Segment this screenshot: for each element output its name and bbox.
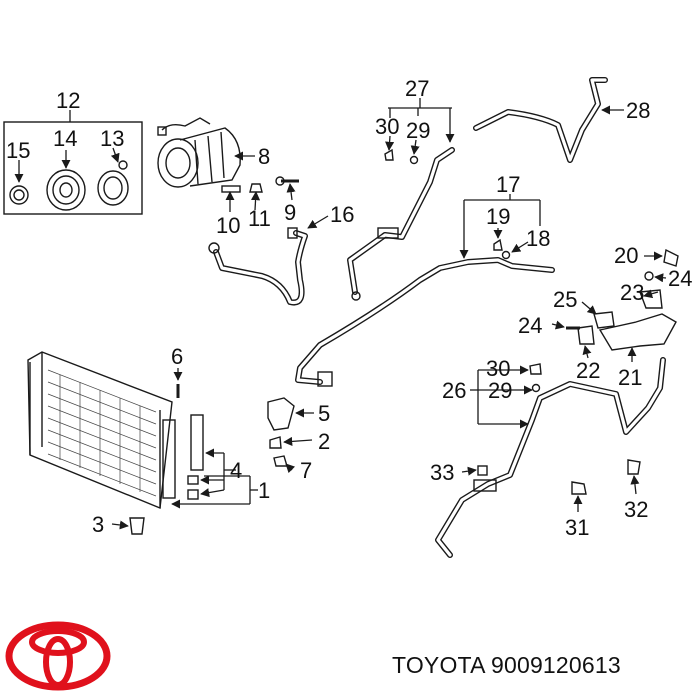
suction-hose-17	[295, 257, 555, 387]
callout-3: 3	[92, 512, 104, 537]
clip-30-lower	[529, 363, 542, 375]
receiver-drier-4	[162, 414, 204, 500]
clip-7	[273, 455, 288, 467]
condenser-1	[27, 351, 173, 509]
callout-26: 26	[442, 378, 466, 403]
callout-24-lower: 24	[518, 313, 542, 338]
callout-14: 14	[53, 126, 77, 151]
oring-29-lower	[531, 383, 541, 393]
callout-27: 27	[405, 76, 429, 101]
callout-31: 31	[565, 515, 589, 540]
callout-13: 13	[100, 126, 124, 151]
plug-33	[477, 465, 488, 476]
callout-28: 28	[626, 98, 650, 123]
callout-6: 6	[171, 344, 183, 369]
callout-2: 2	[318, 429, 330, 454]
toyota-emblem-icon	[5, 621, 111, 691]
clamp-32	[627, 459, 641, 475]
callout-18: 18	[526, 226, 550, 251]
callout-25: 25	[553, 287, 577, 312]
callout-15: 15	[6, 138, 30, 163]
clamp-25	[593, 311, 615, 329]
part-caption: TOYOTA 9009120613	[392, 652, 621, 679]
bolt-9	[275, 176, 299, 186]
clamp-22	[577, 325, 595, 345]
clip-19	[493, 238, 503, 251]
part-number: 9009120613	[490, 652, 621, 678]
oring-11	[249, 183, 263, 193]
callout-24-upper: 24	[668, 266, 692, 291]
liquid-tube-28	[473, 77, 608, 163]
callout-labels: 12 15 14 13 8 9 10 11 16 27 30 29 28 17 …	[6, 76, 692, 540]
callout-7: 7	[300, 458, 312, 483]
callout-29-upper: 29	[406, 118, 430, 143]
oring-18	[501, 250, 511, 260]
callout-21: 21	[618, 365, 642, 390]
callout-30-lower: 30	[486, 356, 510, 381]
discharge-hose-16	[208, 227, 308, 306]
clutch-kit-box	[3, 110, 143, 215]
callout-30-upper: 30	[375, 114, 399, 139]
bracket-21	[598, 313, 677, 351]
oring-29-top	[409, 155, 419, 165]
callout-16: 16	[330, 202, 354, 227]
bracket-5	[267, 397, 295, 431]
callout-32: 32	[624, 497, 648, 522]
callout-23: 23	[620, 280, 644, 305]
stator-coil-13	[97, 160, 129, 206]
cushion-3	[129, 517, 145, 535]
callout-8: 8	[258, 144, 270, 169]
leader-lines	[14, 98, 667, 530]
callout-12: 12	[56, 88, 80, 113]
callout-9: 9	[284, 200, 296, 225]
liquid-tube-26	[435, 357, 666, 558]
fitting-10	[221, 185, 241, 193]
callout-4: 4	[230, 458, 242, 483]
callout-11: 11	[248, 206, 271, 231]
bolt-24-upper	[644, 271, 654, 281]
clip-30-top	[384, 148, 394, 161]
brand-name: TOYOTA	[392, 652, 485, 678]
callout-10: 10	[216, 213, 240, 238]
cushion-2	[269, 436, 282, 449]
clutch-hub-15	[9, 185, 29, 205]
suction-tube-27	[347, 147, 455, 301]
callout-33: 33	[430, 460, 454, 485]
callout-20: 20	[614, 243, 638, 268]
callout-5: 5	[318, 401, 330, 426]
compressor-8	[157, 117, 241, 188]
callout-19: 19	[486, 204, 510, 229]
clamp-31	[571, 481, 587, 495]
callout-29-lower: 29	[488, 378, 512, 403]
clamp-20	[663, 248, 679, 267]
toyota-emblem-rings	[5, 621, 111, 691]
clamp-23	[639, 289, 663, 309]
callout-22: 22	[576, 358, 600, 383]
callout-1: 1	[258, 478, 270, 503]
pulley-14	[46, 169, 86, 211]
callout-17: 17	[496, 172, 520, 197]
